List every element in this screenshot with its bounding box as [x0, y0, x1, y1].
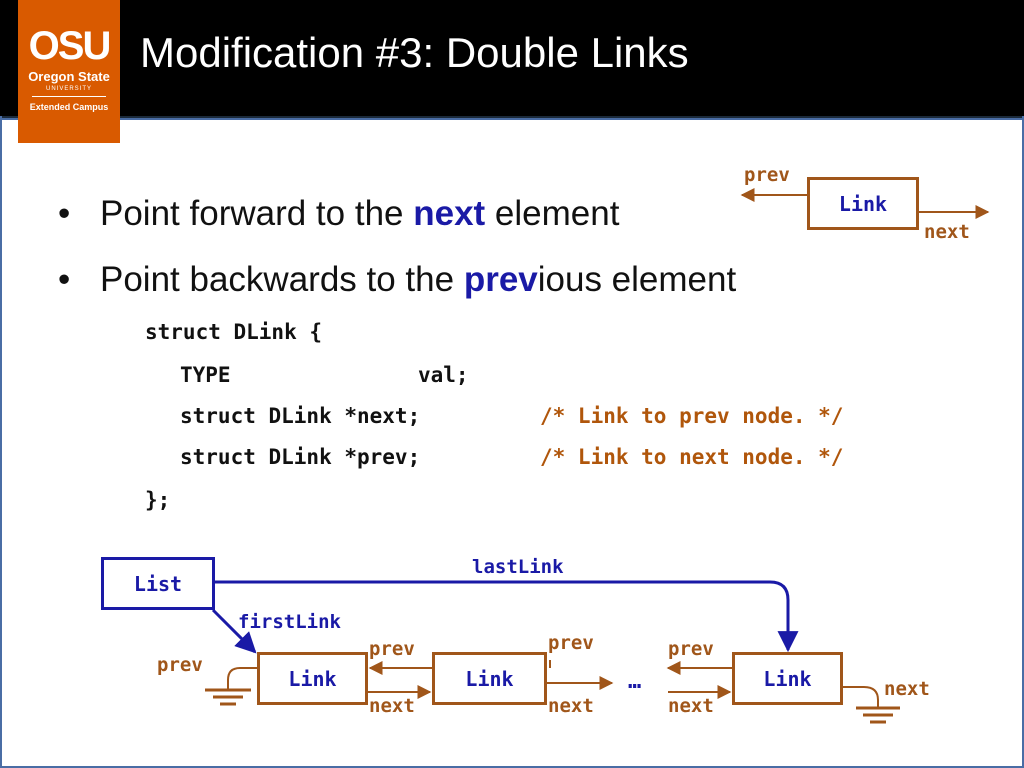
code-prev-field: struct DLink *prev;	[180, 445, 421, 469]
code-prev-comment: /* Link to next node. */	[540, 445, 844, 469]
frame-right-border	[1022, 116, 1024, 768]
before-last-next-label: next	[668, 695, 714, 717]
list-box: List	[101, 557, 215, 610]
first-prev-label: prev	[157, 654, 203, 676]
bullet-keyword-prev: prev	[463, 260, 538, 299]
link-node-1: Link	[257, 652, 368, 705]
bullet-keyword-next: next	[413, 194, 486, 233]
logo-abbreviation: OSU	[28, 24, 112, 68]
code-next-field: struct DLink *next;	[180, 404, 421, 428]
code-next-comment: /* Link to prev node. */	[540, 404, 844, 428]
bullet-next: • Point forward to the next element	[58, 196, 619, 231]
last-next-wire	[843, 686, 879, 708]
frame-bottom-border	[0, 766, 1024, 768]
first-link-label: firstLink	[238, 611, 341, 633]
last-link-arrow	[215, 580, 799, 653]
legend-next-label: next	[924, 221, 970, 243]
code-line-struct-open: struct DLink {	[145, 320, 323, 344]
node3-prev-label: prev	[548, 632, 594, 654]
link-node-2: Link	[432, 652, 547, 705]
bullet-marker: •	[58, 260, 71, 299]
node1-next-label: next	[369, 695, 415, 717]
logo-divider	[32, 96, 106, 97]
last-link-label: lastLink	[472, 556, 564, 578]
bullet-prev: • Point backwards to the previous element	[58, 262, 736, 297]
bullet-text-after: ious element	[537, 260, 737, 299]
bullet-text-after: element	[485, 194, 620, 233]
logo-university: UNIVERSITY	[45, 86, 92, 92]
last-next-label: next	[884, 678, 930, 700]
bullet-text-before: Point forward to the	[100, 194, 414, 233]
code-val: val;	[418, 363, 469, 387]
legend-prev-label: prev	[744, 164, 790, 186]
link-node-last: Link	[732, 652, 843, 705]
code-type: TYPE	[180, 363, 231, 387]
first-prev-wire	[227, 667, 257, 690]
node2-next-label: next	[548, 695, 594, 717]
bullet-marker: •	[58, 194, 71, 233]
last-prev-label: prev	[668, 638, 714, 660]
osu-logo: OSU Oregon State UNIVERSITY Extended Cam…	[18, 0, 120, 143]
code-line-struct-close: };	[145, 488, 171, 512]
slide-title: Modification #3: Double Links	[140, 29, 689, 76]
logo-name: Oregon State	[28, 69, 110, 84]
logo-campus: Extended Campus	[29, 102, 109, 112]
frame-left-border	[0, 116, 2, 768]
first-link-arrow	[211, 608, 257, 654]
bullet-text-before: Point backwards to the	[100, 260, 464, 299]
legend-link-box: Link	[807, 177, 919, 230]
title-bar: Modification #3: Double Links	[0, 0, 1024, 116]
ellipsis: …	[628, 669, 642, 694]
node2-prev-label: prev	[369, 638, 415, 660]
